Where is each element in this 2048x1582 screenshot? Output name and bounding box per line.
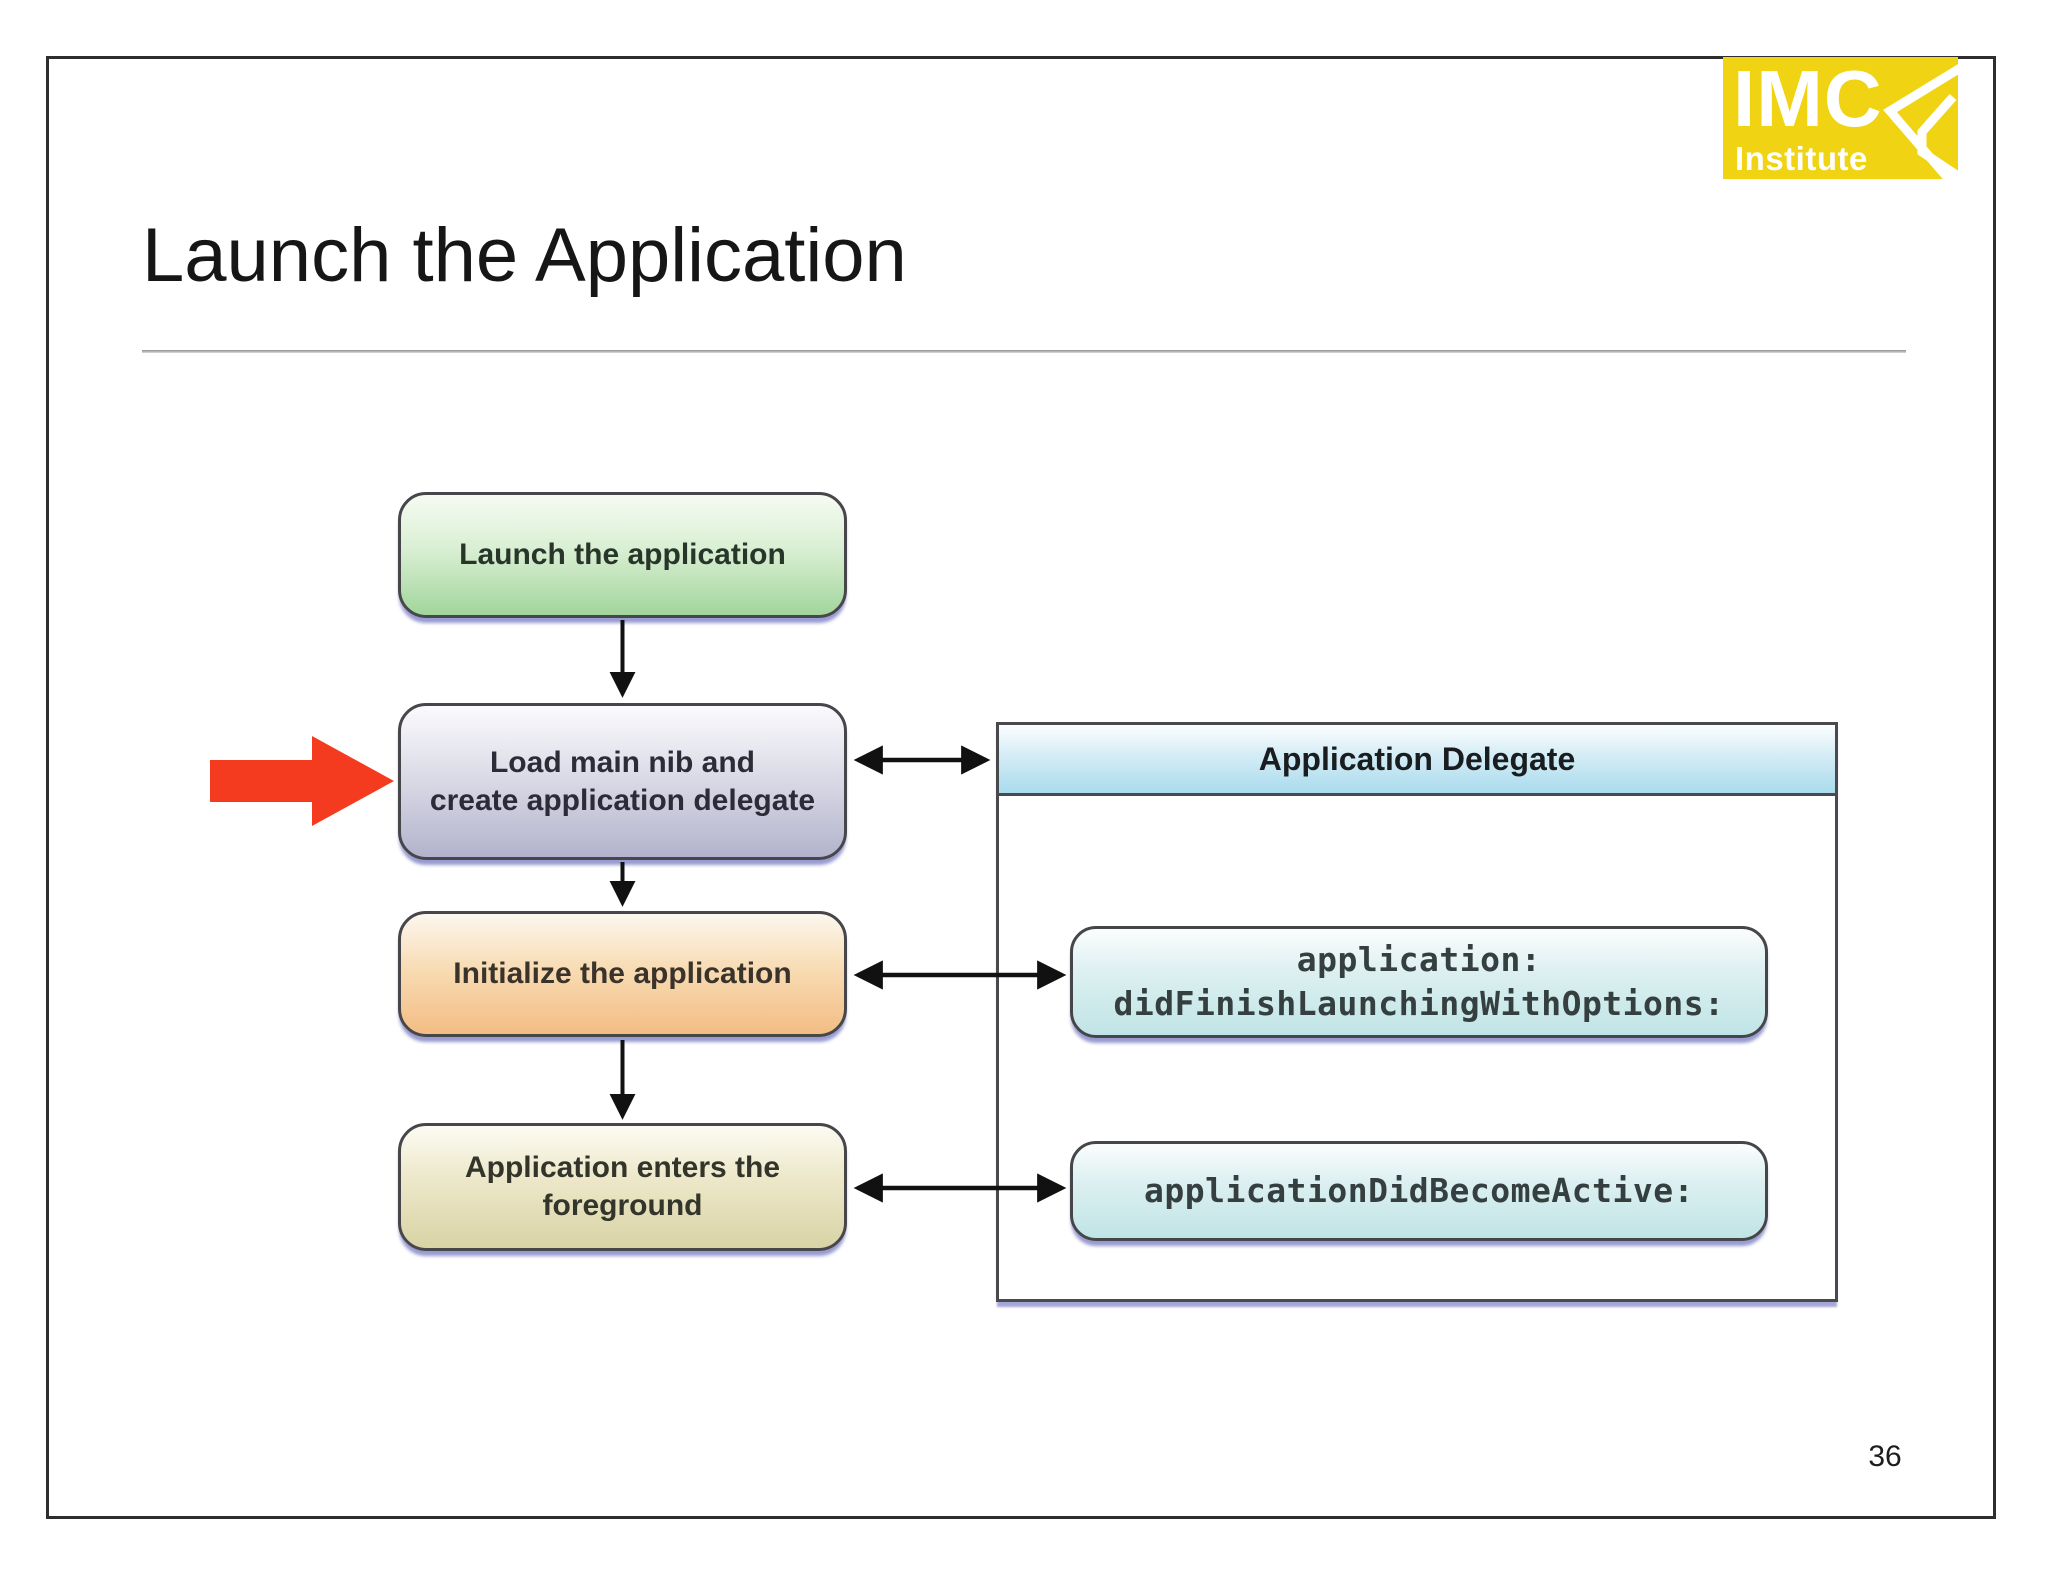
flow-step-initialize: Initialize the application bbox=[398, 911, 847, 1037]
page-number: 36 bbox=[1868, 1440, 1902, 1473]
application-delegate-header: Application Delegate bbox=[999, 725, 1835, 796]
flow-step-label: Initialize the application bbox=[453, 957, 792, 990]
slide-title: Launch the Application bbox=[142, 213, 907, 298]
flow-step-label-line2: create application delegate bbox=[429, 783, 816, 817]
method-label: applicationDidBecomeActive: bbox=[1144, 1171, 1694, 1210]
flow-step-load-nib: Load main nib and create application del… bbox=[398, 703, 847, 860]
flow-step-label-line1: Load main nib and bbox=[489, 745, 755, 779]
method-label-line2: didFinishLaunchingWithOptions: bbox=[1113, 984, 1725, 1023]
imc-chevron-icon bbox=[1883, 64, 1958, 179]
title-divider bbox=[142, 350, 1906, 353]
logo-acronym-text: IMC bbox=[1733, 57, 1883, 143]
logo-subtitle-text: Institute bbox=[1735, 140, 1868, 177]
flow-step-launch: Launch the application bbox=[398, 492, 847, 618]
method-did-finish-launching: application: didFinishLaunchingWithOptio… bbox=[1070, 926, 1768, 1038]
flow-step-foreground: Application enters the foreground bbox=[398, 1123, 847, 1251]
flow-step-label-line1: Application enters the bbox=[464, 1151, 781, 1184]
method-label-line1: application: bbox=[1296, 940, 1542, 979]
flow-step-label: Launch the application bbox=[459, 538, 786, 571]
method-did-become-active: applicationDidBecomeActive: bbox=[1070, 1141, 1768, 1241]
flow-step-label-line2: foreground bbox=[542, 1189, 703, 1222]
imc-institute-logo: IMC Institute bbox=[1723, 57, 1958, 179]
